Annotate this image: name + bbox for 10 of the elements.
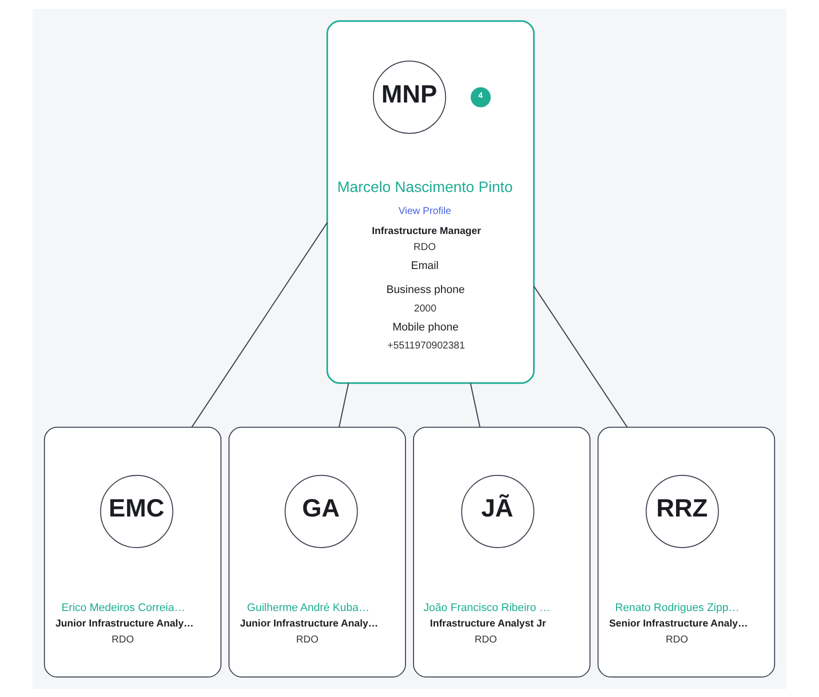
node-circle: EMC: [100, 474, 174, 548]
node-circle: 4: [470, 86, 491, 107]
node-circle: GA: [284, 474, 358, 548]
connector: [191, 222, 328, 428]
node-circle: RRZ: [646, 474, 719, 548]
connector: [533, 285, 628, 428]
connector: [470, 382, 480, 427]
node-circle: JÃ: [461, 474, 534, 548]
node-circle: MNP: [372, 60, 446, 134]
connector: [338, 382, 350, 427]
